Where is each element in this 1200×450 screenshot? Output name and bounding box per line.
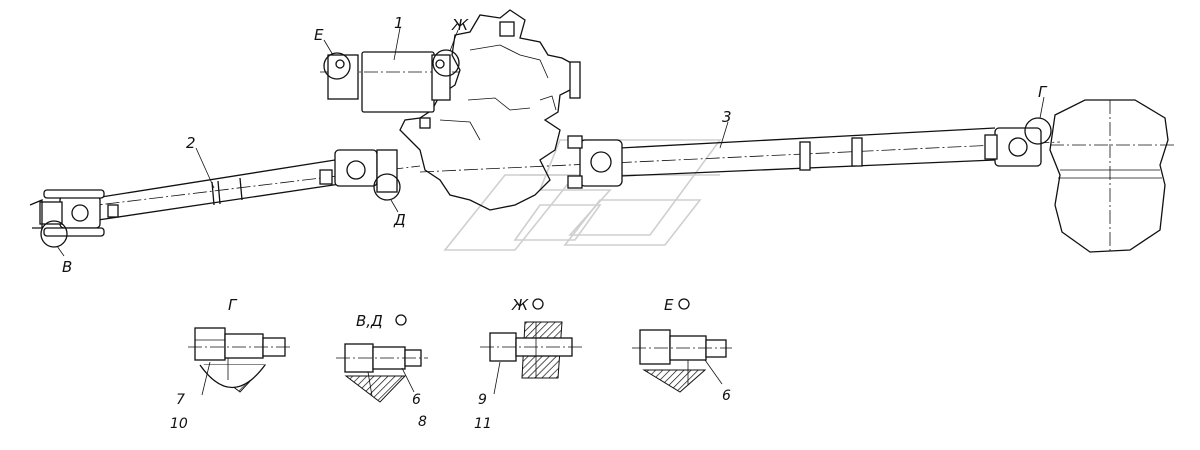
callout-part-1: 1	[394, 14, 404, 32]
callout-part-3: 3	[722, 108, 732, 126]
view-circle-g	[1024, 117, 1052, 145]
detail-zh-label-11: 11	[474, 416, 492, 432]
view-circle-v	[40, 220, 68, 248]
callout-view-g: Г	[1038, 83, 1048, 101]
detail-zh-title: Ж	[511, 296, 529, 314]
callout-part-2: 2	[186, 134, 196, 152]
leader-lines	[56, 27, 1045, 257]
rear-axle-housing	[1049, 99, 1175, 253]
callout-view-zh: Ж	[451, 16, 469, 34]
callout-view-d: Д	[393, 211, 406, 229]
view-circle-d	[373, 173, 401, 201]
detail-g-title: Г	[228, 296, 238, 314]
detail-view-zh: Ж 9 11	[474, 296, 582, 432]
detail-view-e: Е 6	[632, 296, 732, 404]
view-circle-e	[323, 52, 351, 80]
detail-vd-title: В,Д	[356, 312, 383, 330]
view-markers	[40, 49, 1052, 248]
detail-g-label-10: 10	[170, 416, 188, 432]
transfer-case-1	[361, 51, 435, 113]
detail-vd-label-6: 6	[412, 392, 421, 408]
detail-vd-label-8: 8	[418, 414, 427, 430]
detail-view-vd: В,Д 6 8	[336, 312, 428, 430]
detail-e-label-6: 6	[722, 388, 731, 404]
propeller-shaft-3	[419, 127, 1061, 189]
detail-e-title: Е	[664, 296, 674, 314]
view-circle-zh	[432, 49, 460, 77]
detail-zh-label-9: 9	[478, 392, 487, 408]
callout-view-v: В	[62, 258, 72, 276]
detail-g-label-7: 7	[176, 392, 185, 408]
callout-view-e: Е	[314, 26, 324, 44]
propeller-shaft-2	[29, 149, 421, 237]
detail-view-g: Г 7 10	[170, 296, 292, 432]
